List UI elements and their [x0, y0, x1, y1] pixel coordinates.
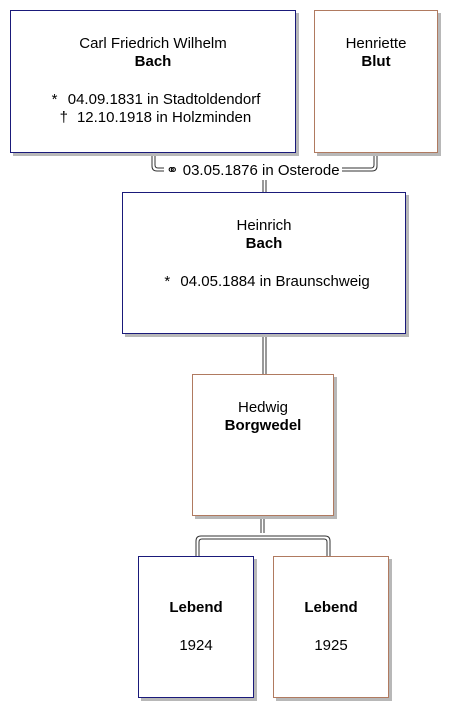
marriage-date-place: 03.05.1876 in Osterode	[182, 162, 340, 179]
given-name: Heinrich	[236, 217, 292, 234]
birth-date-place: 04.05.1884 in Braunschweig	[180, 273, 370, 290]
given-name: Carl Friedrich Wilhelm	[79, 35, 227, 52]
marriage-label: ⚭ 03.05.1876 in Osterode	[164, 162, 342, 180]
given-name: Henriette	[345, 35, 407, 52]
person-card-carl-bach[interactable]: Carl Friedrich Wilhelm Bach * 04.09.1831…	[10, 10, 296, 153]
birth-date-place: 04.09.1831 in Stadtoldendorf	[67, 91, 261, 108]
person-card-hedwig-borgwedel[interactable]: Hedwig Borgwedel	[192, 374, 334, 516]
birth-symbol: *	[51, 91, 58, 108]
children-bracket	[195, 535, 331, 556]
birth-line: * 04.05.1884 in Braunschweig	[123, 273, 405, 291]
child-year: 1924	[179, 637, 213, 654]
death-date-place: 12.10.1918 in Holzminden	[76, 109, 252, 126]
given-name: Hedwig	[237, 399, 289, 416]
surname: Bach	[245, 235, 283, 252]
person-card-henriette-blut[interactable]: Henriette Blut	[314, 10, 438, 153]
surname: Blut	[361, 53, 391, 70]
child-name: Lebend	[169, 599, 223, 616]
birth-line: * 04.09.1831 in Stadtoldendorf	[11, 91, 295, 109]
person-card-child-1[interactable]: Lebend 1924	[138, 556, 254, 698]
marriage-rings-icon: ⚭	[166, 162, 179, 179]
child-year: 1925	[314, 637, 348, 654]
death-symbol: †	[59, 109, 68, 126]
surname: Bach	[134, 53, 172, 70]
surname: Borgwedel	[224, 417, 302, 434]
person-card-child-2[interactable]: Lebend 1925	[273, 556, 389, 698]
death-line: † 12.10.1918 in Holzminden	[11, 109, 295, 127]
child-name: Lebend	[304, 599, 358, 616]
person-card-heinrich-bach[interactable]: Heinrich Bach * 04.05.1884 in Braunschwe…	[122, 192, 406, 334]
birth-symbol: *	[164, 273, 171, 290]
